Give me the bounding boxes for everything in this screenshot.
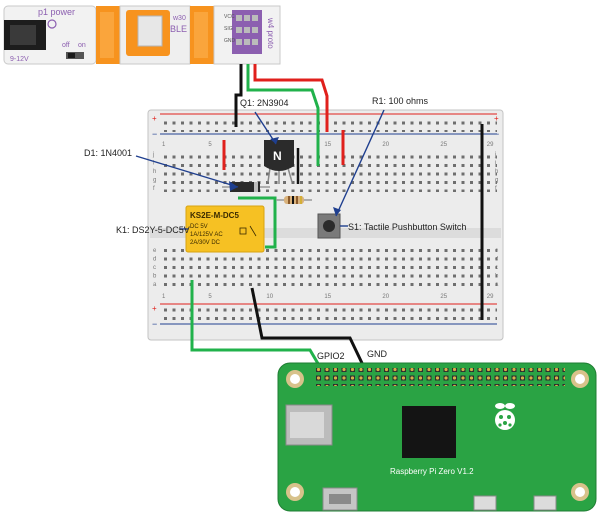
pi-board-name: Raspberry Pi Zero V1.2	[390, 467, 474, 476]
pushbutton-s1[interactable]	[317, 213, 341, 239]
row-letter: a	[153, 282, 157, 288]
label-d1: D1: 1N4001	[84, 148, 132, 158]
label-gnd: GND	[367, 349, 388, 359]
relay-model: KS2E-M-DC5	[190, 211, 239, 220]
proto-module-name: w4 proto	[266, 17, 275, 49]
column-number: 20	[382, 142, 389, 148]
diode-body	[230, 182, 260, 192]
column-number: 15	[324, 142, 331, 148]
soc-chip	[402, 406, 456, 458]
diode-cathode-band	[254, 182, 258, 192]
column-number: 25	[440, 294, 447, 300]
row-letter: i	[153, 161, 154, 167]
littlebits-ble-module: w30 BLE	[119, 5, 191, 65]
micro-usb-port	[473, 495, 497, 511]
wire-black	[234, 64, 243, 127]
row-letter: e	[153, 248, 157, 254]
row-letter: j	[152, 152, 154, 158]
svg-text:+: +	[494, 114, 499, 123]
row-letter: e	[495, 248, 499, 254]
column-number: 25	[440, 142, 447, 148]
micro-usb-power-port	[533, 495, 557, 511]
wire-red	[253, 64, 329, 132]
power-voltage-label: 9-12V	[10, 56, 29, 63]
label-k1: K1: DS2Y-5-DC5V	[116, 225, 190, 235]
column-number: 29	[487, 142, 494, 148]
label-q1: Q1: 2N3904	[240, 98, 289, 108]
column-number: 1	[162, 294, 166, 300]
row-letter: c	[495, 265, 498, 271]
power-rail-holes	[160, 306, 497, 322]
wires	[190, 64, 374, 385]
wire-green	[238, 196, 277, 249]
row-letter: c	[153, 265, 156, 271]
column-number: 29	[487, 294, 494, 300]
row-letter: g	[495, 178, 498, 184]
row-letter: g	[153, 178, 156, 184]
proto-pin-label: GND	[224, 38, 236, 44]
column-number: 10	[266, 294, 273, 300]
wire-green	[246, 64, 320, 166]
proto-pin-label: SIG	[224, 26, 233, 32]
svg-text:−: −	[152, 319, 157, 329]
pointer-r1	[335, 109, 385, 217]
ble-module-name: BLE	[170, 24, 187, 34]
terminal-holes-lower	[160, 246, 497, 288]
wire-black-gnd	[250, 287, 374, 385]
row-letter: j	[494, 152, 496, 158]
column-number: 5	[208, 294, 212, 300]
pushbutton-cap[interactable]	[323, 220, 335, 232]
row-letter: h	[153, 169, 156, 175]
label-r1: R1: 100 ohms	[372, 96, 429, 106]
row-letter: h	[495, 169, 498, 175]
row-letter: f	[153, 186, 155, 192]
component-labels: Q1: 2N3904 R1: 100 ohms D1: 1N4001 K1: D…	[84, 96, 466, 361]
column-number: 15	[324, 294, 331, 300]
relay-spec-line: 2A/30V DC	[190, 240, 221, 246]
proto-pin-label: VCC	[224, 14, 235, 20]
svg-text:−: −	[152, 129, 157, 139]
transistor-letter: N	[273, 149, 282, 163]
raspberry-logo-icon	[495, 403, 515, 430]
row-letter: b	[153, 274, 157, 280]
row-letter: d	[495, 257, 498, 263]
littlebits-power-module: p1 power 9-12V off on	[3, 5, 97, 65]
column-number: 1	[162, 142, 166, 148]
transistor-q1: N	[264, 140, 294, 184]
raspberry-pi-zero: Raspberry Pi Zero V1.2	[277, 362, 597, 512]
switch-on-label: on	[78, 42, 86, 49]
relay-spec-line: DC 5V	[190, 224, 208, 230]
label-gpio2: GPIO2	[317, 351, 345, 361]
row-letter: i	[495, 161, 496, 167]
svg-text:+: +	[152, 304, 157, 313]
littlebits-proto-module: GND SIG VCC w4 proto	[213, 5, 281, 65]
svg-text:+: +	[152, 114, 157, 123]
pointer-d1	[135, 155, 239, 188]
relay-k1: KS2E-M-DC5 DC 5V 1A/125V AC 2A/30V DC	[185, 205, 265, 253]
row-letter: b	[495, 274, 499, 280]
transistor-body	[264, 140, 294, 171]
resistor-r1	[276, 196, 312, 204]
terminal-holes-upper	[160, 150, 497, 192]
svg-text:−: −	[494, 129, 499, 139]
label-pointer-arrows	[229, 137, 341, 216]
column-number: 20	[382, 294, 389, 300]
relay-spec-line: 1A/125V AC	[190, 232, 223, 238]
switch-off-label: off	[62, 42, 70, 49]
ble-module-code: w30	[172, 15, 186, 22]
relay-schematic-icon	[239, 225, 257, 237]
column-number: 5	[208, 142, 212, 148]
row-letter: f	[495, 186, 497, 192]
label-s1: S1: Tactile Pushbutton Switch	[348, 222, 466, 232]
gpio-header	[313, 368, 565, 386]
power-icon	[47, 19, 57, 29]
row-letter: d	[153, 257, 156, 263]
row-letter: a	[495, 282, 499, 288]
power-module-name: p1 power	[38, 7, 75, 17]
littlebits-chain: p1 power 9-12V off on w30 BLE GN	[3, 5, 281, 65]
